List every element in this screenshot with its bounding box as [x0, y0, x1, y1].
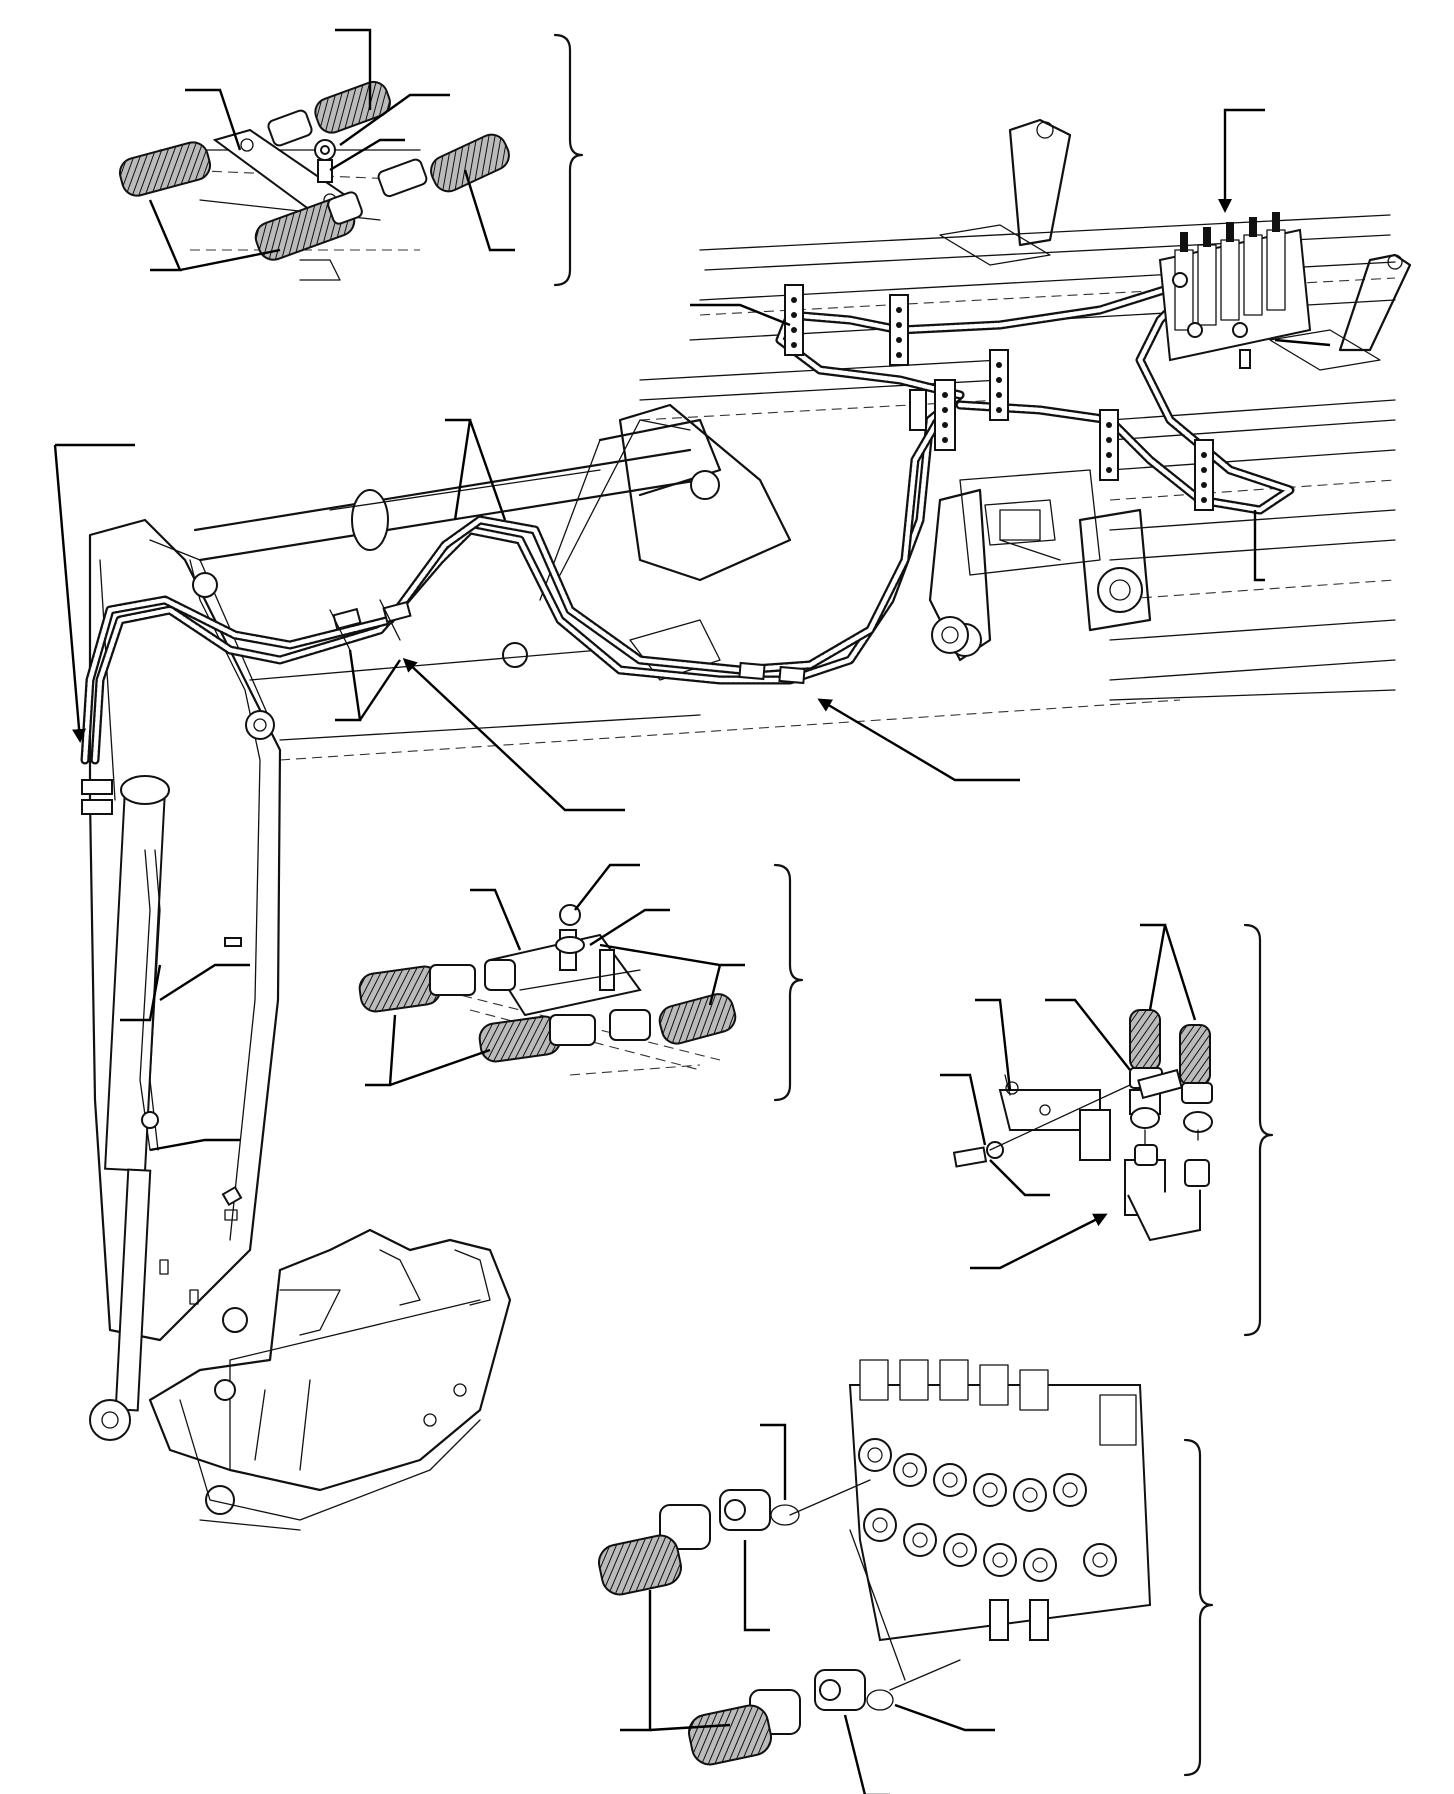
callout-leader: [1274, 338, 1331, 347]
callout-leader: [159, 963, 250, 1002]
callout-leader: [743, 1540, 770, 1632]
hose-assembly: [80, 280, 1295, 815]
callout-leader: [817, 698, 1020, 782]
callout-leader: [970, 1213, 1108, 1270]
callout-leader: [53, 444, 87, 743]
callout-leader: [1163, 924, 1197, 1021]
callout-leader: [120, 964, 162, 1022]
dipper-cylinder: [89, 775, 170, 1441]
callout-leader: [760, 1423, 787, 1500]
group-braces: [553, 33, 1274, 1777]
callout-leader: [335, 649, 362, 722]
inset-top-left: [118, 80, 510, 281]
callout-leader: [690, 303, 791, 327]
callout-leader: [894, 1703, 995, 1732]
callout-leader: [940, 1073, 987, 1146]
callout-leader: [339, 93, 450, 146]
control-valve-upper: [1158, 212, 1312, 369]
callout-leader: [649, 1723, 731, 1732]
callout-leader: [589, 908, 670, 947]
callout-leader: [843, 1714, 890, 1794]
boom: [88, 418, 969, 1342]
callout-leader: [359, 659, 401, 721]
callout-leader: [620, 1590, 652, 1732]
callout-leader: [329, 138, 405, 172]
inset-bottom-valve: [598, 1359, 1152, 1766]
inset-middle: [221, 904, 737, 1207]
callout-leader: [1218, 108, 1265, 213]
callout-leader: [389, 1048, 491, 1087]
callout-leader: [574, 863, 640, 911]
callout-leader: [468, 419, 507, 521]
callout-leader: [1253, 510, 1265, 582]
callout-leader: [1045, 998, 1131, 1071]
callout-leader: [708, 964, 722, 1006]
callout-leader: [365, 1014, 397, 1087]
bucket: [148, 1209, 512, 1531]
callout-leader: [599, 943, 745, 967]
callout-leader: [179, 248, 281, 272]
callout-leader: [185, 88, 242, 151]
callout-leader: [402, 657, 625, 812]
callout-leader: [463, 169, 515, 252]
callout-leaders: [53, 28, 1331, 1794]
callout-leader: [470, 888, 522, 951]
callout-leader: [335, 28, 372, 110]
callout-leader: [989, 1159, 1050, 1197]
callout-leader: [149, 1138, 240, 1152]
inset-right: [952, 1009, 1213, 1242]
callout-leader: [148, 199, 182, 272]
callout-leader: [445, 418, 472, 521]
callout-leader: [975, 998, 1012, 1091]
callout-leader: [1140, 923, 1167, 1011]
